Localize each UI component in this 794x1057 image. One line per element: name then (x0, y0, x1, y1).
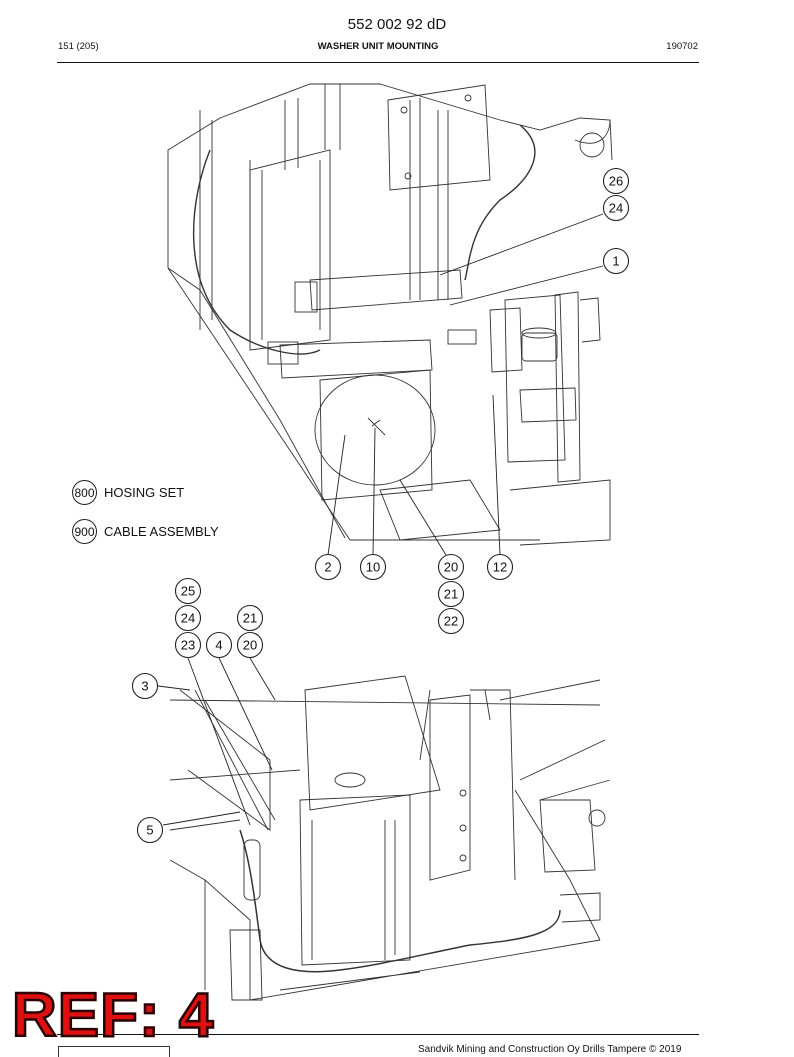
svg-text:24: 24 (181, 611, 195, 626)
upper-leader-lines (327, 213, 604, 556)
svg-text:25: 25 (181, 584, 195, 599)
legend-number: 900 (72, 519, 97, 544)
callout-12: 12 (486, 553, 514, 581)
callout-2: 2 (314, 553, 342, 581)
callout-5: 5 (136, 816, 164, 844)
lower-leader-lines (157, 657, 276, 826)
callout-4: 4 (205, 631, 233, 659)
callout-22: 22 (437, 607, 465, 635)
upper-assembly-illustration (167, 83, 613, 546)
svg-text:3: 3 (141, 679, 148, 694)
callout-25: 25 (174, 577, 202, 605)
svg-text:26: 26 (609, 174, 623, 189)
svg-text:12: 12 (493, 560, 507, 575)
legend-item-cable-assembly: 900 CABLE ASSEMBLY (72, 519, 219, 544)
lower-assembly-illustration (169, 675, 611, 1001)
svg-text:23: 23 (181, 638, 195, 653)
svg-text:24: 24 (609, 201, 623, 216)
svg-text:21: 21 (444, 587, 458, 602)
callout-26: 26 (602, 167, 630, 195)
svg-text:20: 20 (243, 638, 257, 653)
callout-10: 10 (359, 553, 387, 581)
callout-21-lower: 21 (236, 604, 264, 632)
legend-number: 800 (72, 480, 97, 505)
callout-20-lower: 20 (236, 631, 264, 659)
legend-label: CABLE ASSEMBLY (104, 524, 219, 539)
header-rule (57, 62, 699, 63)
svg-text:22: 22 (444, 614, 458, 629)
legend-label: HOSING SET (104, 485, 185, 500)
callout-23: 23 (174, 631, 202, 659)
svg-text:21: 21 (243, 611, 257, 626)
svg-text:10: 10 (366, 560, 380, 575)
svg-text:4: 4 (215, 638, 222, 653)
lower-callouts: 25 24 23 4 21 20 3 5 (131, 577, 264, 844)
page-number: 151 (205) (58, 41, 99, 52)
svg-text:1: 1 (612, 254, 619, 269)
callout-1: 1 (602, 247, 630, 275)
page-title: WASHER UNIT MOUNTING (317, 41, 439, 52)
callout-21: 21 (437, 580, 465, 608)
svg-text:2: 2 (324, 560, 331, 575)
callout-3: 3 (131, 672, 159, 700)
svg-text:5: 5 (146, 823, 153, 838)
svg-text:20: 20 (444, 560, 458, 575)
legend-item-hosing-set: 800 HOSING SET (72, 480, 184, 505)
callout-24: 24 (602, 194, 630, 222)
document-number: 552 002 92 dD (347, 16, 447, 33)
footer-copyright: Sandvik Mining and Construction Oy Drill… (418, 1044, 682, 1055)
date-code: 190702 (666, 41, 698, 52)
callout-24-lower: 24 (174, 604, 202, 632)
ref-stamp: REF: 4 (11, 981, 215, 1050)
footer-rule (57, 1034, 699, 1035)
callout-20: 20 (437, 553, 465, 581)
upper-callouts: 26 24 1 2 10 20 21 22 12 (314, 167, 630, 635)
company-logo (58, 1046, 170, 1057)
